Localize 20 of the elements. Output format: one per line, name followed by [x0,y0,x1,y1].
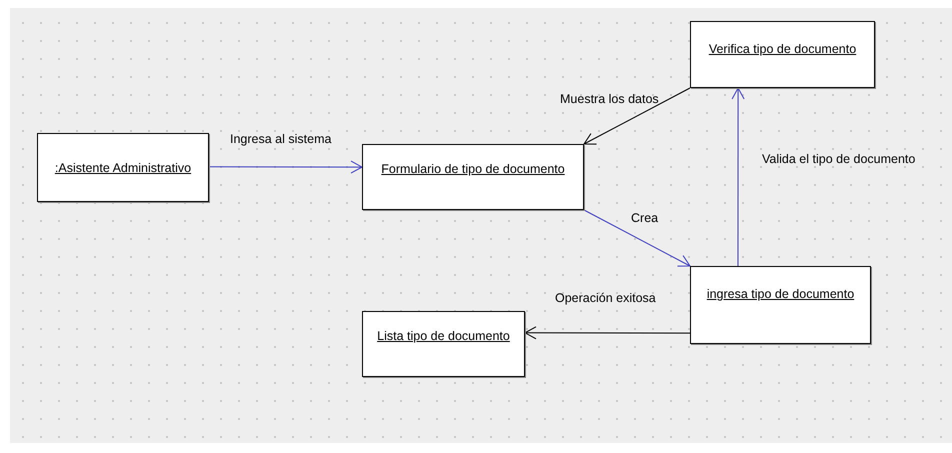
arrow [584,210,690,267]
edge-label: Crea [631,211,658,225]
object-name: Formulario de tipo de documento [380,162,566,176]
object-box [690,266,871,344]
edge-label: Ingresa al sistema [230,132,332,146]
object-name: :Asistente Administrativo [54,161,192,175]
arrow [524,326,690,340]
edge-label: Operación exitosa [555,291,656,305]
arrow [584,88,690,145]
object-name: ingresa tipo de documento [706,287,856,301]
object-name: Lista tipo de documento [376,329,511,343]
object-name: Verifica tipo de documento [708,42,858,56]
object-box [362,311,525,377]
edge-label: Valida el tipo de documento [762,152,916,166]
object-box [37,133,209,202]
arrow [208,160,362,174]
arrow [732,88,745,266]
object-box [690,21,875,88]
object-box [362,144,584,210]
edge-label: Muestra los datos [560,92,659,106]
